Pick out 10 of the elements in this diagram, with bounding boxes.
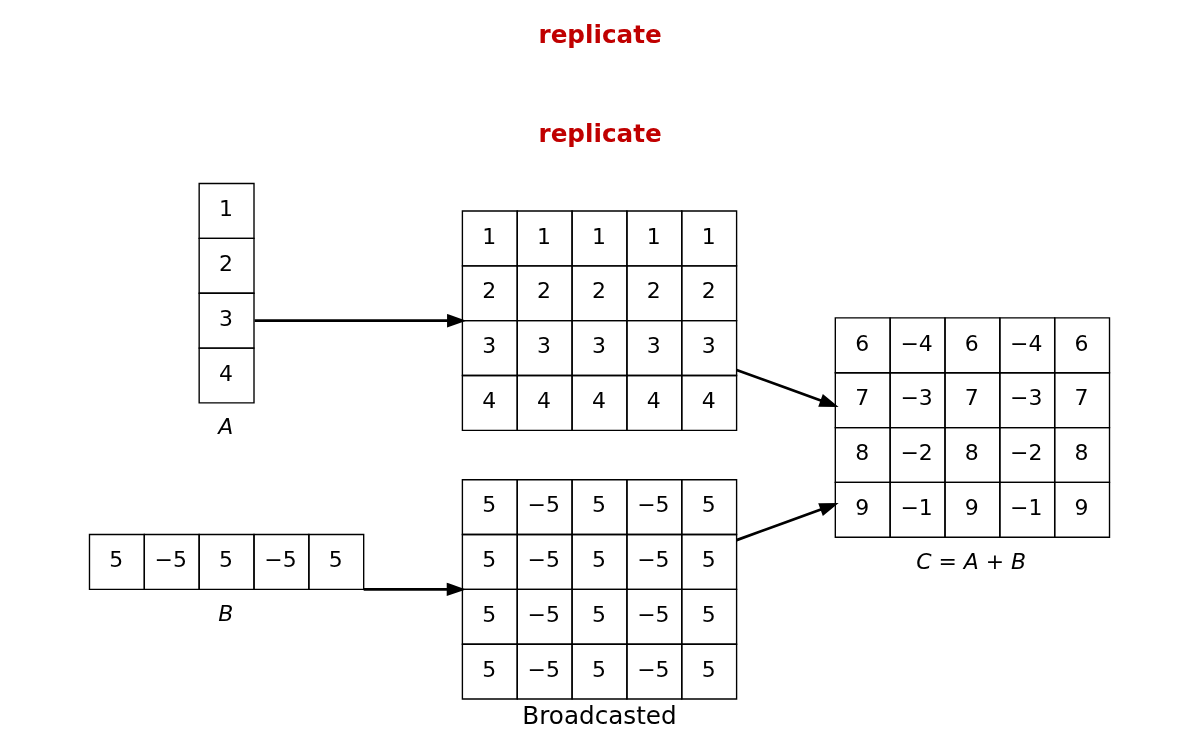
- arrow: [735, 368, 839, 407]
- label: replicate: [537, 19, 662, 49]
- label: replicate: [537, 118, 662, 148]
- caption: Broadcasted: [521, 701, 677, 731]
- node-label: B: [217, 600, 233, 626]
- node-label: C = A + B: [915, 548, 1026, 574]
- arrow: [254, 313, 466, 328]
- arrow: [735, 503, 839, 542]
- node-label: A: [217, 414, 233, 440]
- arrow: [363, 582, 466, 597]
